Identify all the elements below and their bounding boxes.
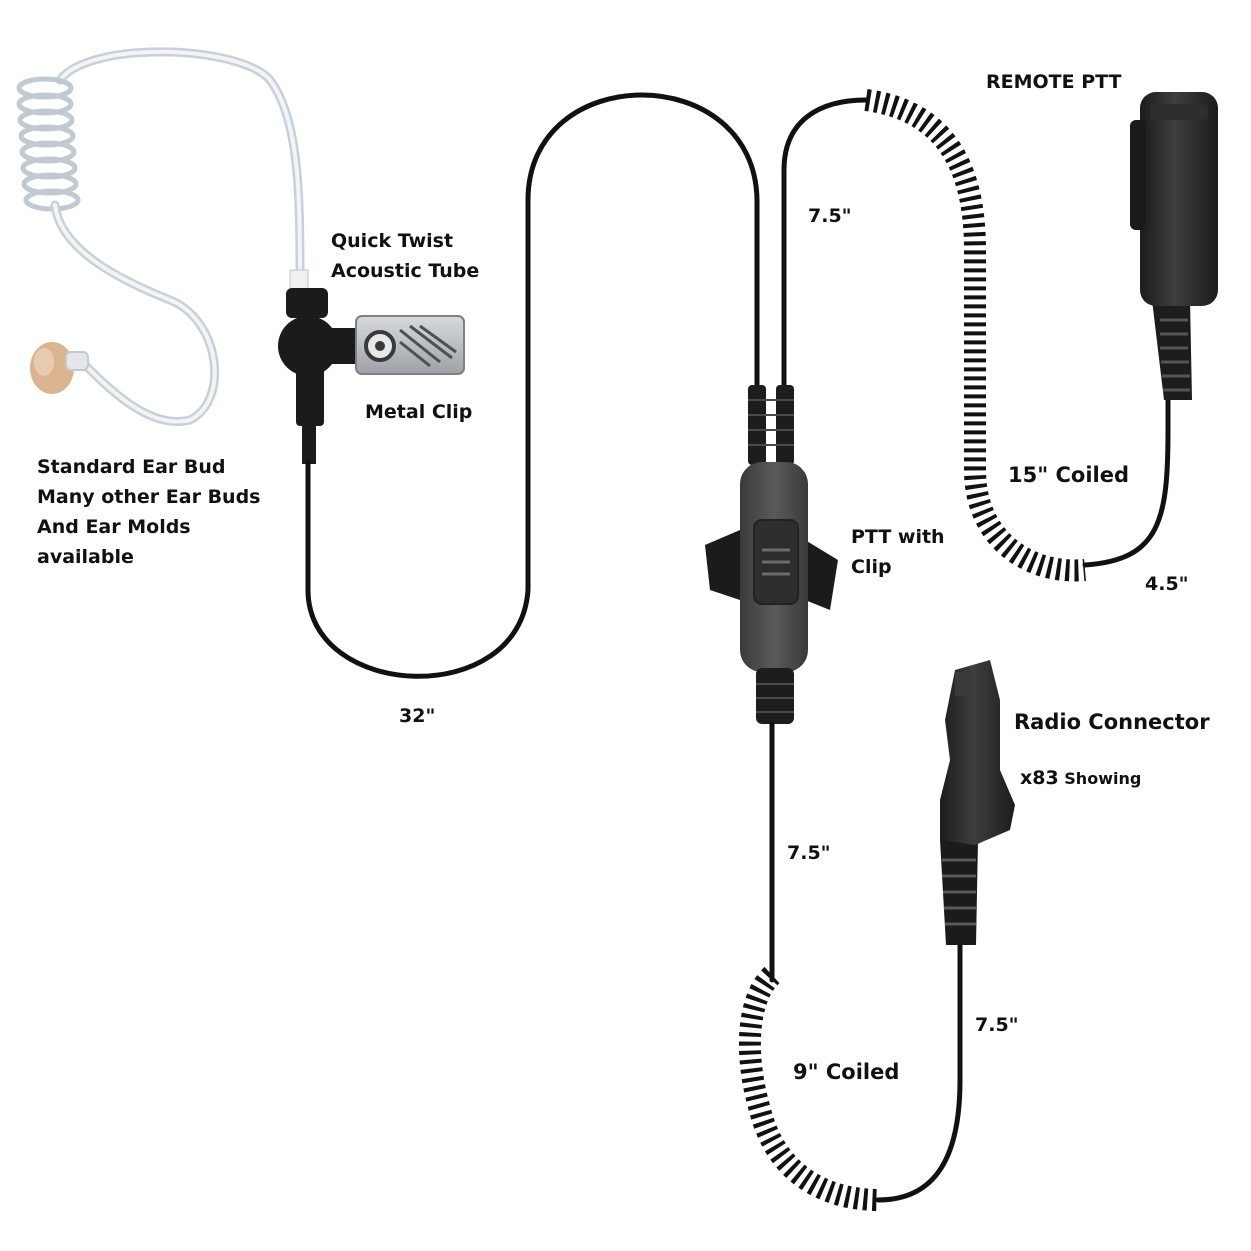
length-4-5-label: 4.5" [1145,573,1189,595]
ptt-clip-line2: Clip [851,556,892,578]
coil-15in [864,89,1086,582]
showing-label: Showing [1064,769,1142,788]
model-label: x83 [1020,767,1059,789]
cable-lower-right [875,937,963,1203]
twin-cable-boot [748,385,794,465]
ptt-with-clip [705,462,838,724]
ptt-clip-label: PTT with Clip [851,522,945,582]
ear-bud [30,342,89,394]
cable-32in [305,92,760,679]
metal-clip-label: Metal Clip [365,401,473,423]
metal-clip [330,315,465,375]
acoustic-tube [16,47,305,426]
radio-connector [940,660,1015,945]
quick-twist-line2: Acoustic Tube [331,260,480,282]
tube-coil [16,76,81,212]
ear-bud-line3: And Ear Molds [37,516,191,538]
ptt-clip-line1: PTT with [851,526,945,548]
cable-upper-branch [781,97,869,393]
ear-bud-line4: available [37,546,134,568]
upper-branch-length-label: 7.5" [808,205,852,227]
quick-twist-label: Quick Twist Acoustic Tube [331,226,479,286]
radio-connector-label: Radio Connector [1014,710,1210,734]
ear-bud-line1: Standard Ear Bud [37,456,226,478]
quick-twist-line1: Quick Twist [331,230,454,252]
model-showing-label: x83 Showing [1020,769,1141,788]
remote-ptt-label: REMOTE PTT [986,71,1122,93]
length-32-label: 32" [399,705,436,727]
ear-bud-line2: Many other Ear Buds [37,486,261,508]
quick-twist-connector [278,269,338,464]
cable-4-5in [1082,392,1171,568]
lower-right-length-label: 7.5" [975,1014,1019,1036]
coil-9in [738,966,881,1211]
coiled-9-label: 9" Coiled [793,1060,900,1084]
coiled-15-label: 15" Coiled [1008,463,1129,487]
ear-bud-label: Standard Ear Bud Many other Ear Buds And… [37,452,261,572]
remote-ptt [1130,92,1218,400]
lower-left-length-label: 7.5" [787,842,831,864]
